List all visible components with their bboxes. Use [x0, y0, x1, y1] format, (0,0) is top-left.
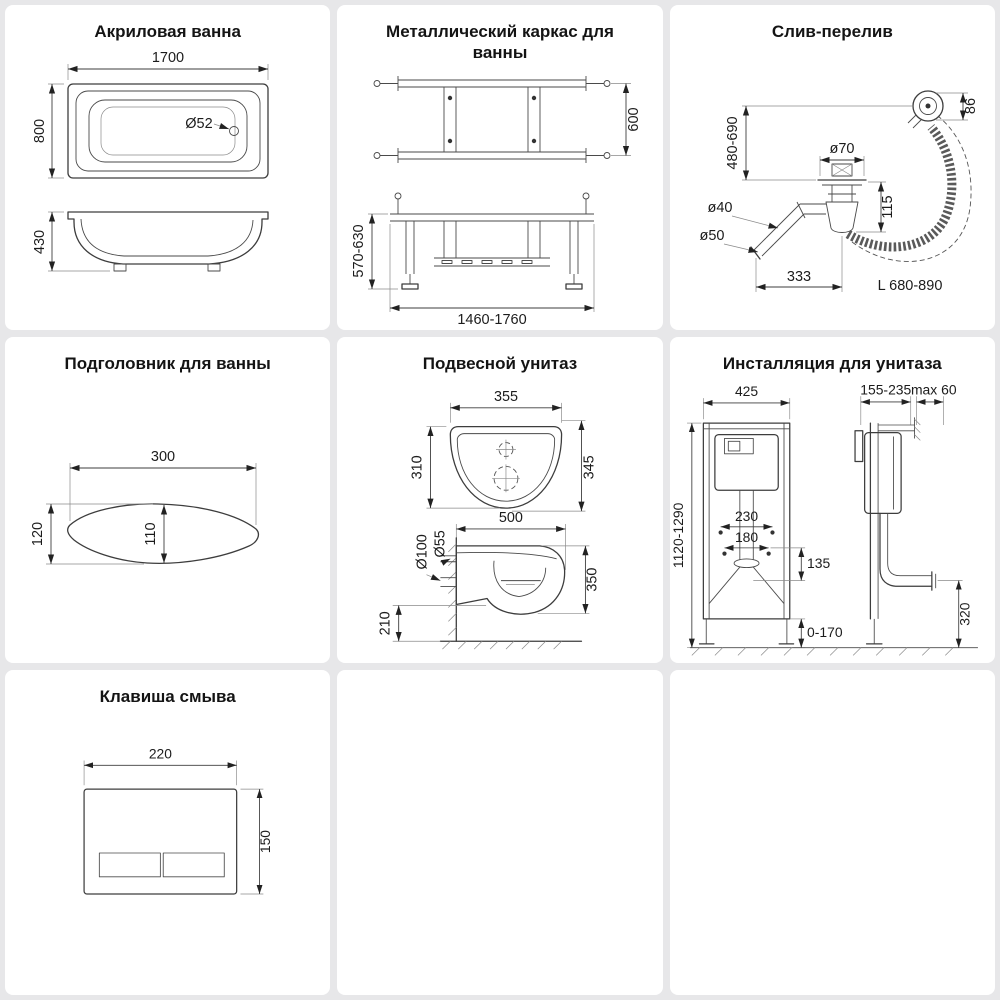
installation-drawing: 425 230 180 135 0-170 1120-1290	[671, 381, 979, 656]
drain-overflow-drawing: 86 480-690 ø70 115 ø40	[700, 90, 979, 294]
panel-toilet-title: Подвесной унитаз	[422, 354, 578, 374]
panel-frame: Металлический каркас для ванны 600	[337, 5, 663, 331]
dim-drain-cap: 86	[963, 98, 979, 114]
bath-drawing: 1700 Ø52 800 430	[32, 50, 269, 272]
dim-inst-height-range: 1120-1290	[671, 502, 687, 568]
panel-bath: Акриловая ванна 1700 Ø52 800 430	[5, 5, 331, 331]
dim-frame-length: 1460-1760	[457, 312, 526, 328]
flush-plate-drawing: 220 150	[83, 745, 273, 895]
dim-headrest-width: 300	[151, 449, 175, 465]
dim-bath-length: 1700	[152, 50, 184, 66]
dim-toilet-clearance: 210	[378, 611, 394, 635]
dim-frame-depth: 600	[626, 107, 642, 131]
dim-drain-pipe50: ø50	[700, 228, 725, 244]
dim-toilet-inlet: Ø55	[432, 530, 448, 557]
dim-inst-outlet-offset: 135	[807, 555, 830, 571]
dim-inst-depth-range: 155-235	[861, 381, 912, 397]
dim-toilet-top-depth: 310	[410, 455, 426, 479]
dim-toilet-top-width: 355	[494, 388, 518, 404]
dim-drain-flange: ø70	[830, 141, 855, 157]
dim-toilet-height: 350	[584, 567, 600, 591]
dim-inst-outlet-height: 320	[957, 602, 973, 625]
dim-toilet-top-total: 345	[581, 455, 597, 479]
panel-drain: Слив-перелив 86 480-690 ø70	[669, 5, 995, 331]
dim-drain-pipe40: ø40	[708, 200, 733, 216]
dim-flush-width: 220	[149, 745, 172, 761]
toilet-drawing: 355 310 345 500	[378, 388, 600, 649]
dim-flush-height: 150	[257, 830, 273, 853]
dim-inst-bolts-180: 180	[735, 529, 758, 545]
dim-drain-hose: L 680-890	[878, 278, 943, 294]
dim-inst-plate-depth: max 60	[911, 381, 957, 397]
headrest-drawing: 300 110 120	[30, 449, 259, 564]
panel-drain-title: Слив-перелив	[771, 22, 893, 41]
dim-bath-width: 800	[32, 119, 48, 143]
dim-drain-overflow-range: 480-690	[725, 117, 741, 170]
dim-headrest-inner-height: 110	[143, 522, 159, 545]
dim-drain-trap-height: 115	[880, 196, 896, 219]
empty-panel-2	[669, 669, 995, 995]
dim-toilet-outlet: Ø100	[414, 534, 430, 569]
dim-inst-frame-width: 425	[735, 383, 758, 399]
panel-headrest-title: Подголовник для ванны	[64, 354, 271, 374]
panel-flush-title: Клавиша смыва	[99, 686, 236, 706]
empty-panel-1	[337, 669, 663, 995]
panel-bath-title: Акриловая ванна	[94, 22, 241, 41]
dim-inst-bolts-230: 230	[735, 508, 758, 524]
dim-drain-offset: 333	[787, 269, 811, 285]
panel-installation: Инсталляция для унитаза 425 230 180 135	[669, 337, 995, 663]
panel-frame-title: Металлический каркас для ванны	[386, 22, 614, 63]
dim-toilet-side-depth: 500	[499, 510, 523, 526]
dim-frame-height: 570-630	[351, 224, 367, 277]
panel-toilet: Подвесной унитаз 355 310 345 500	[337, 337, 663, 663]
dim-headrest-height: 120	[30, 521, 46, 545]
panel-installation-title: Инсталляция для унитаза	[722, 354, 942, 374]
dim-bath-drain: Ø52	[185, 116, 212, 132]
dim-inst-legs: 0-170	[807, 624, 843, 640]
panel-flush: Клавиша смыва 220 150	[5, 669, 331, 995]
frame-drawing: 600 570-630 1460-1760	[351, 75, 642, 328]
panel-headrest: Подголовник для ванны 300 110 120	[5, 337, 331, 663]
dim-bath-height: 430	[32, 230, 48, 254]
